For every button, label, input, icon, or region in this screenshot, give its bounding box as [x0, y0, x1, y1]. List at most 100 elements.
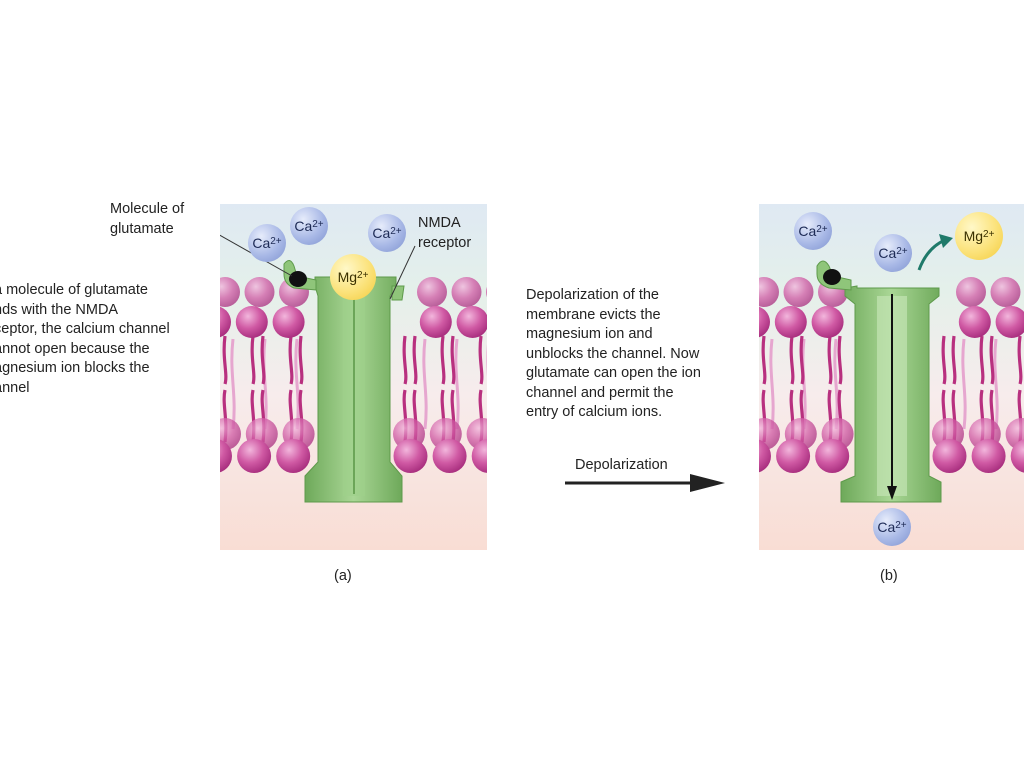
- lipid-head: [971, 439, 1006, 473]
- panel-a-description-line: annel: [0, 379, 30, 396]
- lipid-head: [759, 277, 779, 307]
- lipid-head: [432, 439, 467, 473]
- glutamate-leader-line: [220, 234, 293, 277]
- lipid-head: [811, 306, 844, 338]
- lipid-head: [393, 439, 428, 473]
- lipid-head: [776, 439, 811, 473]
- panel-a-caption: (a): [334, 568, 352, 584]
- lipid-head: [990, 277, 1021, 307]
- lipid-head: [456, 306, 487, 338]
- lipid-head: [759, 306, 770, 338]
- lipid-head: [486, 286, 487, 298]
- eviction-arrowhead-icon: [939, 234, 953, 248]
- binding-site-arm: [816, 260, 852, 291]
- ion-charge: 2+: [983, 228, 995, 240]
- ion-symbol: Ca: [798, 223, 817, 239]
- lipid-head: [471, 439, 487, 473]
- lipid-tail-back: [454, 338, 460, 430]
- lipid-head: [759, 418, 780, 450]
- panel-b-description: Depolarization of the membrane evicts th…: [526, 286, 701, 423]
- glutamate-label: Molecule of glutamate: [110, 200, 184, 239]
- lipid-tail-back: [769, 338, 775, 430]
- lipid-tail-back: [961, 338, 967, 430]
- lipid-head: [276, 439, 311, 473]
- glutamate-label-line: Molecule of: [110, 201, 185, 217]
- ion-charge: 2+: [896, 245, 908, 257]
- lipid-head: [783, 277, 814, 307]
- panel-b-description-line: Depolarization of the: [526, 287, 659, 303]
- lipid-head: [932, 439, 967, 473]
- lipid-head: [956, 277, 986, 307]
- lipid-tail-back: [422, 338, 428, 430]
- receptor-label-line: NMDA: [418, 215, 461, 231]
- ion-charge: 2+: [270, 235, 282, 247]
- ion-symbol: Ca: [372, 225, 391, 241]
- panel-a-description-line: nds with the NMDA: [0, 301, 119, 318]
- panel-a-description-line: annot open because the: [0, 340, 150, 357]
- ion-symbol: Ca: [252, 235, 271, 251]
- glutamate-molecule: [823, 269, 841, 285]
- receptor-leader-line: [389, 245, 416, 300]
- depolarization-label: Depolarization: [575, 457, 668, 473]
- lipid-bilayer: [759, 277, 1024, 473]
- panel-b-description-line: channel and permit the: [526, 384, 674, 401]
- ion-symbol: Mg: [337, 269, 358, 285]
- panel-a-description: a molecule of glutamate nds with the NMD…: [0, 281, 170, 398]
- ion-symbol: Ca: [294, 218, 313, 234]
- lipid-head: [958, 306, 991, 338]
- panel-b-description-line: glutamate can open the ion: [526, 365, 701, 381]
- receptor-label-line: receptor: [418, 234, 472, 251]
- panel-a-description-line: a molecule of glutamate: [0, 282, 148, 298]
- panel-a-description-line: ceptor, the calcium channel: [0, 321, 170, 337]
- ion-charge: 2+: [895, 519, 907, 531]
- ion-charge: 2+: [816, 223, 828, 235]
- nmda-channel: [304, 276, 403, 503]
- lipid-head: [235, 306, 268, 338]
- panel-b-description-line: entry of calcium ions.: [526, 404, 663, 420]
- calcium-flow-arrowhead-icon: [887, 486, 897, 500]
- glutamate-molecule: [289, 271, 307, 287]
- lipid-head: [419, 306, 452, 338]
- panel-b-description-line: unblocks the channel. Now: [526, 345, 700, 362]
- lipid-head: [774, 306, 807, 338]
- lipid-head: [417, 277, 447, 307]
- lipid-head: [237, 439, 272, 473]
- lipid-head: [244, 277, 275, 307]
- ion-symbol: Ca: [878, 245, 897, 261]
- lipid-head: [220, 277, 240, 307]
- depolarization-arrow-icon: [565, 474, 725, 492]
- panel-b-description-line: membrane evicts the: [526, 306, 661, 323]
- lipid-bilayer: [220, 277, 487, 473]
- ion-symbol: Ca: [877, 519, 896, 535]
- lipid-head: [272, 306, 305, 338]
- glutamate-label-line: glutamate: [110, 220, 174, 237]
- lipid-tail-back: [230, 338, 236, 430]
- lipid-head: [220, 418, 241, 450]
- lipid-head: [451, 277, 482, 307]
- nmda-receptor-label: NMDA receptor: [418, 214, 471, 253]
- panel-a-description-line: agnesium ion blocks the: [0, 360, 150, 376]
- ion-symbol: Mg: [963, 228, 984, 244]
- lipid-head: [1010, 439, 1024, 473]
- panel-b-description-line: magnesium ion and: [526, 326, 653, 342]
- receptor-arm: [391, 285, 405, 301]
- panel-b-caption: (b): [880, 568, 898, 584]
- ion-charge: 2+: [390, 225, 402, 237]
- lipid-head: [220, 439, 232, 473]
- lipid-head: [759, 439, 771, 473]
- ion-charge: 2+: [312, 218, 324, 230]
- lipid-head: [815, 439, 850, 473]
- lipid-tail-back: [993, 338, 999, 430]
- ion-charge: 2+: [357, 269, 369, 281]
- lipid-head: [220, 306, 231, 338]
